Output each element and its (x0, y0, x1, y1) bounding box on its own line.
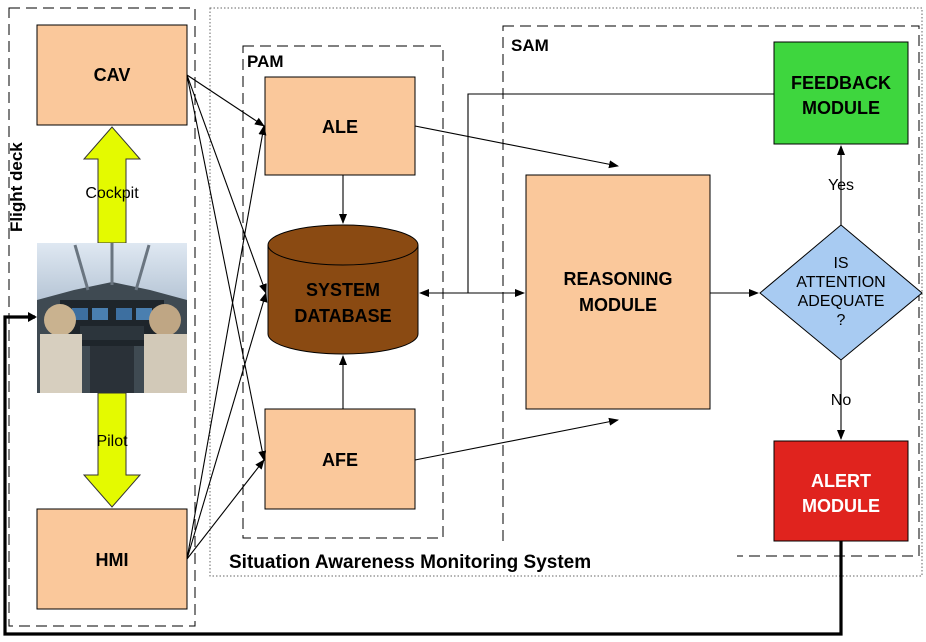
feedback-label-line2: MODULE (802, 98, 880, 118)
reasoning-module (525, 174, 711, 410)
connectors (3, 74, 845, 636)
feedback-module (773, 41, 909, 145)
sam-title: SAM (511, 36, 549, 55)
cockpit-photo (37, 243, 187, 393)
pilot-arrow (82, 392, 142, 508)
reasoning-label-line2: MODULE (579, 295, 657, 315)
system-database (267, 224, 419, 355)
ale-module (264, 76, 416, 176)
pam-title: PAM (247, 52, 284, 71)
alert-module (773, 440, 909, 542)
cav-module (36, 24, 188, 126)
hmi-label: HMI (96, 550, 129, 570)
cockpit-label: Cockpit (85, 185, 139, 202)
pam-boundary (242, 45, 444, 539)
flight-deck-title: Flight deck (7, 142, 26, 232)
alert-feedback-loop (3, 315, 843, 636)
alert-label-line2: MODULE (802, 496, 880, 516)
system-boundary (209, 7, 923, 577)
alert-label-line1: ALERT (811, 471, 871, 491)
decision-label-line3: ADEQUATE (798, 293, 885, 310)
database-label-line2: DATABASE (294, 306, 391, 326)
decision-label-line2: ATTENTION (796, 274, 885, 291)
pilot-label: Pilot (96, 433, 128, 450)
decision-label-line1: IS (833, 255, 848, 272)
afe-label: AFE (322, 450, 358, 470)
reasoning-label-line1: REASONING (563, 269, 672, 289)
database-label-line1: SYSTEM (306, 280, 380, 300)
system-title: Situation Awareness Monitoring System (229, 552, 591, 573)
decision-label-line4: ? (837, 312, 846, 329)
feedback-label-line1: FEEDBACK (791, 73, 891, 93)
cav-label: CAV (94, 65, 131, 85)
system-title-mask (225, 544, 737, 574)
ale-label: ALE (322, 117, 358, 137)
